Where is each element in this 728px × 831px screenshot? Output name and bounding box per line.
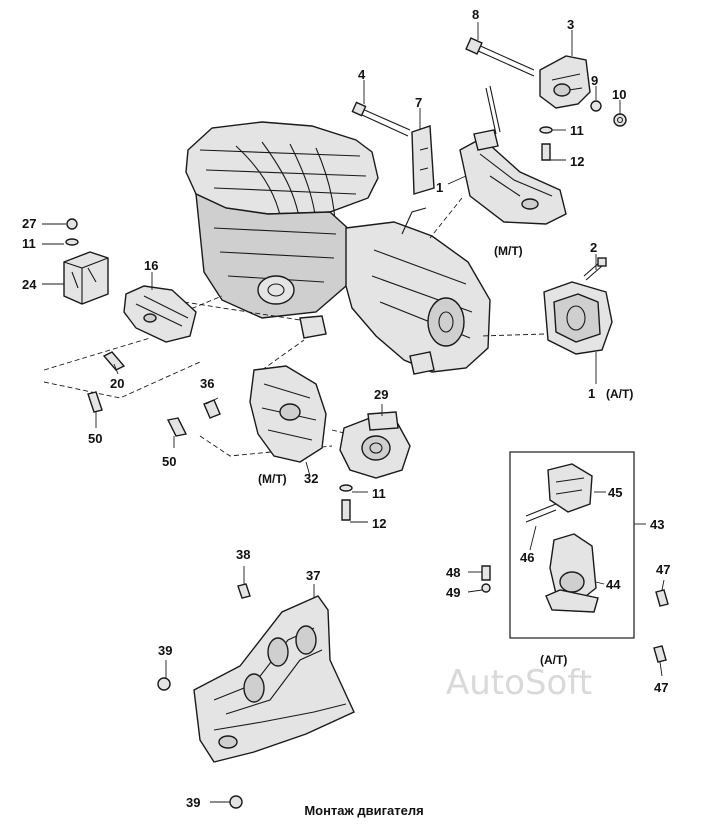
callout-16: 16 — [144, 258, 158, 273]
variant-captions: (M/T) (A/T) (M/T) (A/T) — [258, 244, 633, 667]
callout-1-at: 1 — [588, 386, 595, 401]
diagram-title: Монтаж двигателя — [304, 803, 424, 818]
callout-36: 36 — [200, 376, 214, 391]
callout-labels: 8 3 4 7 9 10 11 12 1 2 1 27 11 24 16 20 … — [22, 7, 670, 810]
callout-12-top: 12 — [570, 154, 584, 169]
callout-11-lower: 11 — [372, 486, 386, 501]
caption-at-bottom: (A/T) — [540, 653, 567, 667]
callout-4: 4 — [358, 67, 366, 82]
lower-mt-mount-group — [166, 365, 411, 521]
callout-1-mt: 1 — [436, 180, 443, 195]
at-mount-frame — [509, 451, 635, 639]
callout-47-lower: 47 — [654, 680, 668, 695]
callout-50-lower: 50 — [162, 454, 176, 469]
watermark-text: AutoSoft — [446, 663, 592, 703]
callout-29: 29 — [374, 387, 388, 402]
at-right-mount-group — [543, 257, 613, 355]
splash-shield-group — [157, 583, 355, 809]
callout-43: 43 — [650, 517, 664, 532]
callout-8: 8 — [472, 7, 479, 22]
callout-11-top: 11 — [570, 123, 584, 138]
callout-2: 2 — [590, 240, 597, 255]
left-mount-group — [63, 218, 197, 413]
callout-11-left: 11 — [22, 236, 36, 251]
callout-32: 32 — [304, 471, 318, 486]
callout-27: 27 — [22, 216, 36, 231]
callout-47-upper: 47 — [656, 562, 670, 577]
caption-mt-bottom: (M/T) — [258, 472, 287, 486]
callout-7: 7 — [415, 95, 422, 110]
callout-37: 37 — [306, 568, 320, 583]
callout-46: 46 — [520, 550, 534, 565]
callout-49: 49 — [446, 585, 460, 600]
callout-39-lower: 39 — [186, 795, 200, 810]
callout-48: 48 — [446, 565, 460, 580]
callout-3: 3 — [567, 17, 574, 32]
callout-20: 20 — [110, 376, 124, 391]
leader-lines — [42, 22, 665, 803]
callout-12-lower: 12 — [372, 516, 386, 531]
at-boxed-mount-group — [481, 451, 669, 663]
callout-9: 9 — [591, 73, 598, 88]
caption-at-right: (A/T) — [606, 387, 633, 401]
callout-50-left: 50 — [88, 431, 102, 446]
engine-transaxle-assembly — [185, 121, 491, 375]
mt-upper-mount-group — [351, 37, 627, 225]
callout-39-upper: 39 — [158, 643, 172, 658]
callout-38: 38 — [236, 547, 250, 562]
callout-44: 44 — [606, 577, 621, 592]
callout-45: 45 — [608, 485, 622, 500]
callout-24: 24 — [22, 277, 37, 292]
callout-10: 10 — [612, 87, 626, 102]
caption-mt-top: (M/T) — [494, 244, 523, 258]
